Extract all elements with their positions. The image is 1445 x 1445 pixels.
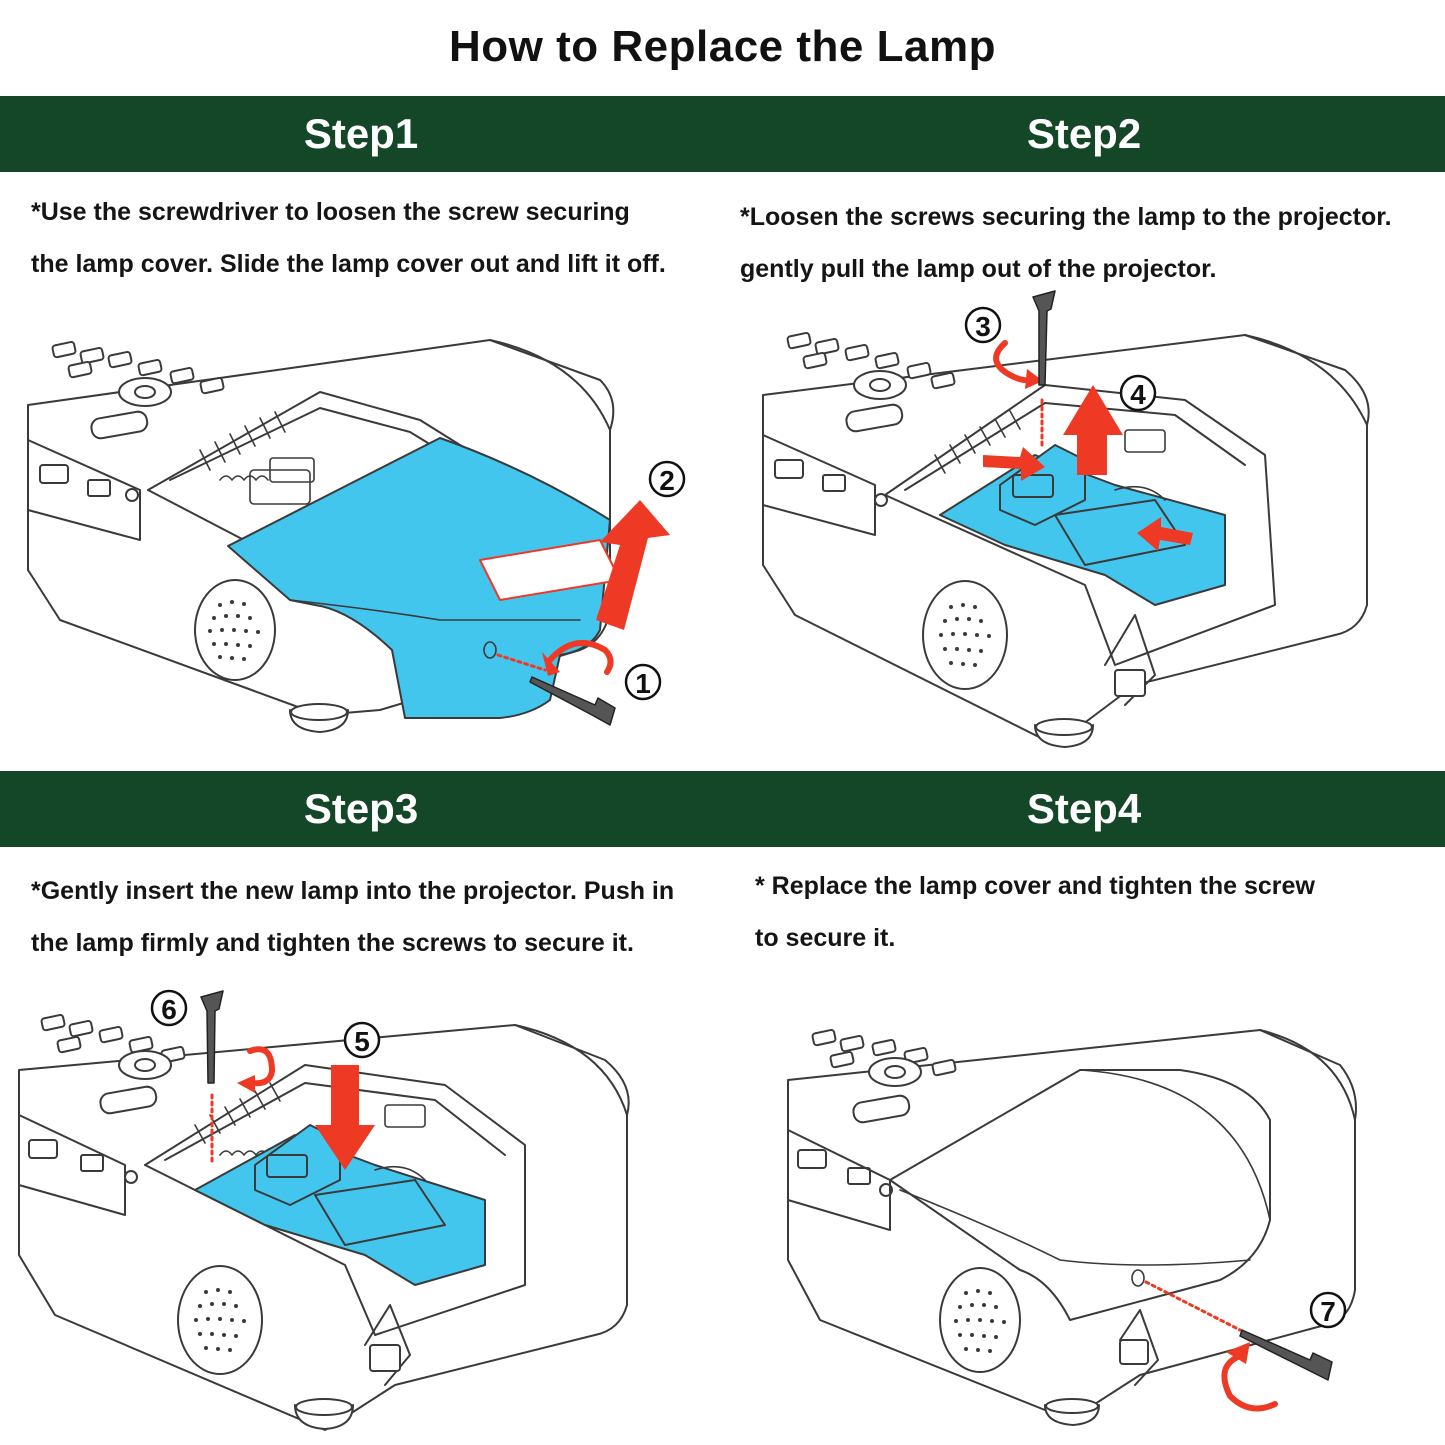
- step2-illustration: 3 4: [755, 285, 1435, 765]
- step1-heading: Step1: [303, 110, 419, 157]
- step4-line-2: to secure it.: [755, 924, 896, 952]
- step3-illustration: 6 5: [15, 985, 645, 1440]
- marker-2: 2: [648, 460, 686, 498]
- svg-text:6: 6: [161, 994, 177, 1025]
- step1-line-1: *Use the screwdriver to loosen the screw…: [31, 198, 630, 226]
- marker-1: 1: [624, 663, 662, 701]
- header-band-bottom: Step3 Step4: [0, 771, 1445, 847]
- step1-illustration: 1 2: [20, 320, 710, 760]
- step3-line-2: the lamp firmly and tighten the screws t…: [31, 929, 634, 957]
- svg-text:1: 1: [635, 668, 651, 699]
- step4-instructions: * Replace the lamp cover and tighten the…: [755, 860, 1315, 964]
- step1-line-2: the lamp cover. Slide the lamp cover out…: [31, 250, 666, 278]
- step3-instructions: *Gently insert the new lamp into the pro…: [31, 865, 674, 969]
- step2-line-1: *Loosen the screws securing the lamp to …: [740, 203, 1392, 231]
- svg-text:7: 7: [1320, 1296, 1336, 1327]
- step2-line-2: gently pull the lamp out of the projecto…: [740, 255, 1217, 283]
- svg-text:3: 3: [975, 311, 991, 342]
- marker-5: 5: [343, 1021, 381, 1059]
- marker-3: 3: [964, 306, 1002, 344]
- step2-instructions: *Loosen the screws securing the lamp to …: [740, 191, 1392, 295]
- page-title: How to Replace the Lamp: [449, 22, 996, 71]
- step4-heading: Step4: [1026, 785, 1142, 832]
- svg-text:2: 2: [659, 465, 675, 496]
- step3-line-1: *Gently insert the new lamp into the pro…: [31, 877, 675, 905]
- marker-4: 4: [1119, 374, 1157, 412]
- step3-heading: Step3: [303, 785, 419, 832]
- svg-text:4: 4: [1130, 379, 1146, 410]
- marker-6: 6: [150, 989, 188, 1027]
- step1-instructions: *Use the screwdriver to loosen the screw…: [31, 186, 666, 290]
- svg-text:5: 5: [354, 1026, 370, 1057]
- step4-illustration: 7: [780, 1020, 1420, 1440]
- header-band-top: Step1 Step2: [0, 96, 1445, 172]
- marker-7: 7: [1309, 1291, 1347, 1329]
- step4-line-1: * Replace the lamp cover and tighten the…: [755, 872, 1315, 900]
- step2-heading: Step2: [1026, 110, 1142, 157]
